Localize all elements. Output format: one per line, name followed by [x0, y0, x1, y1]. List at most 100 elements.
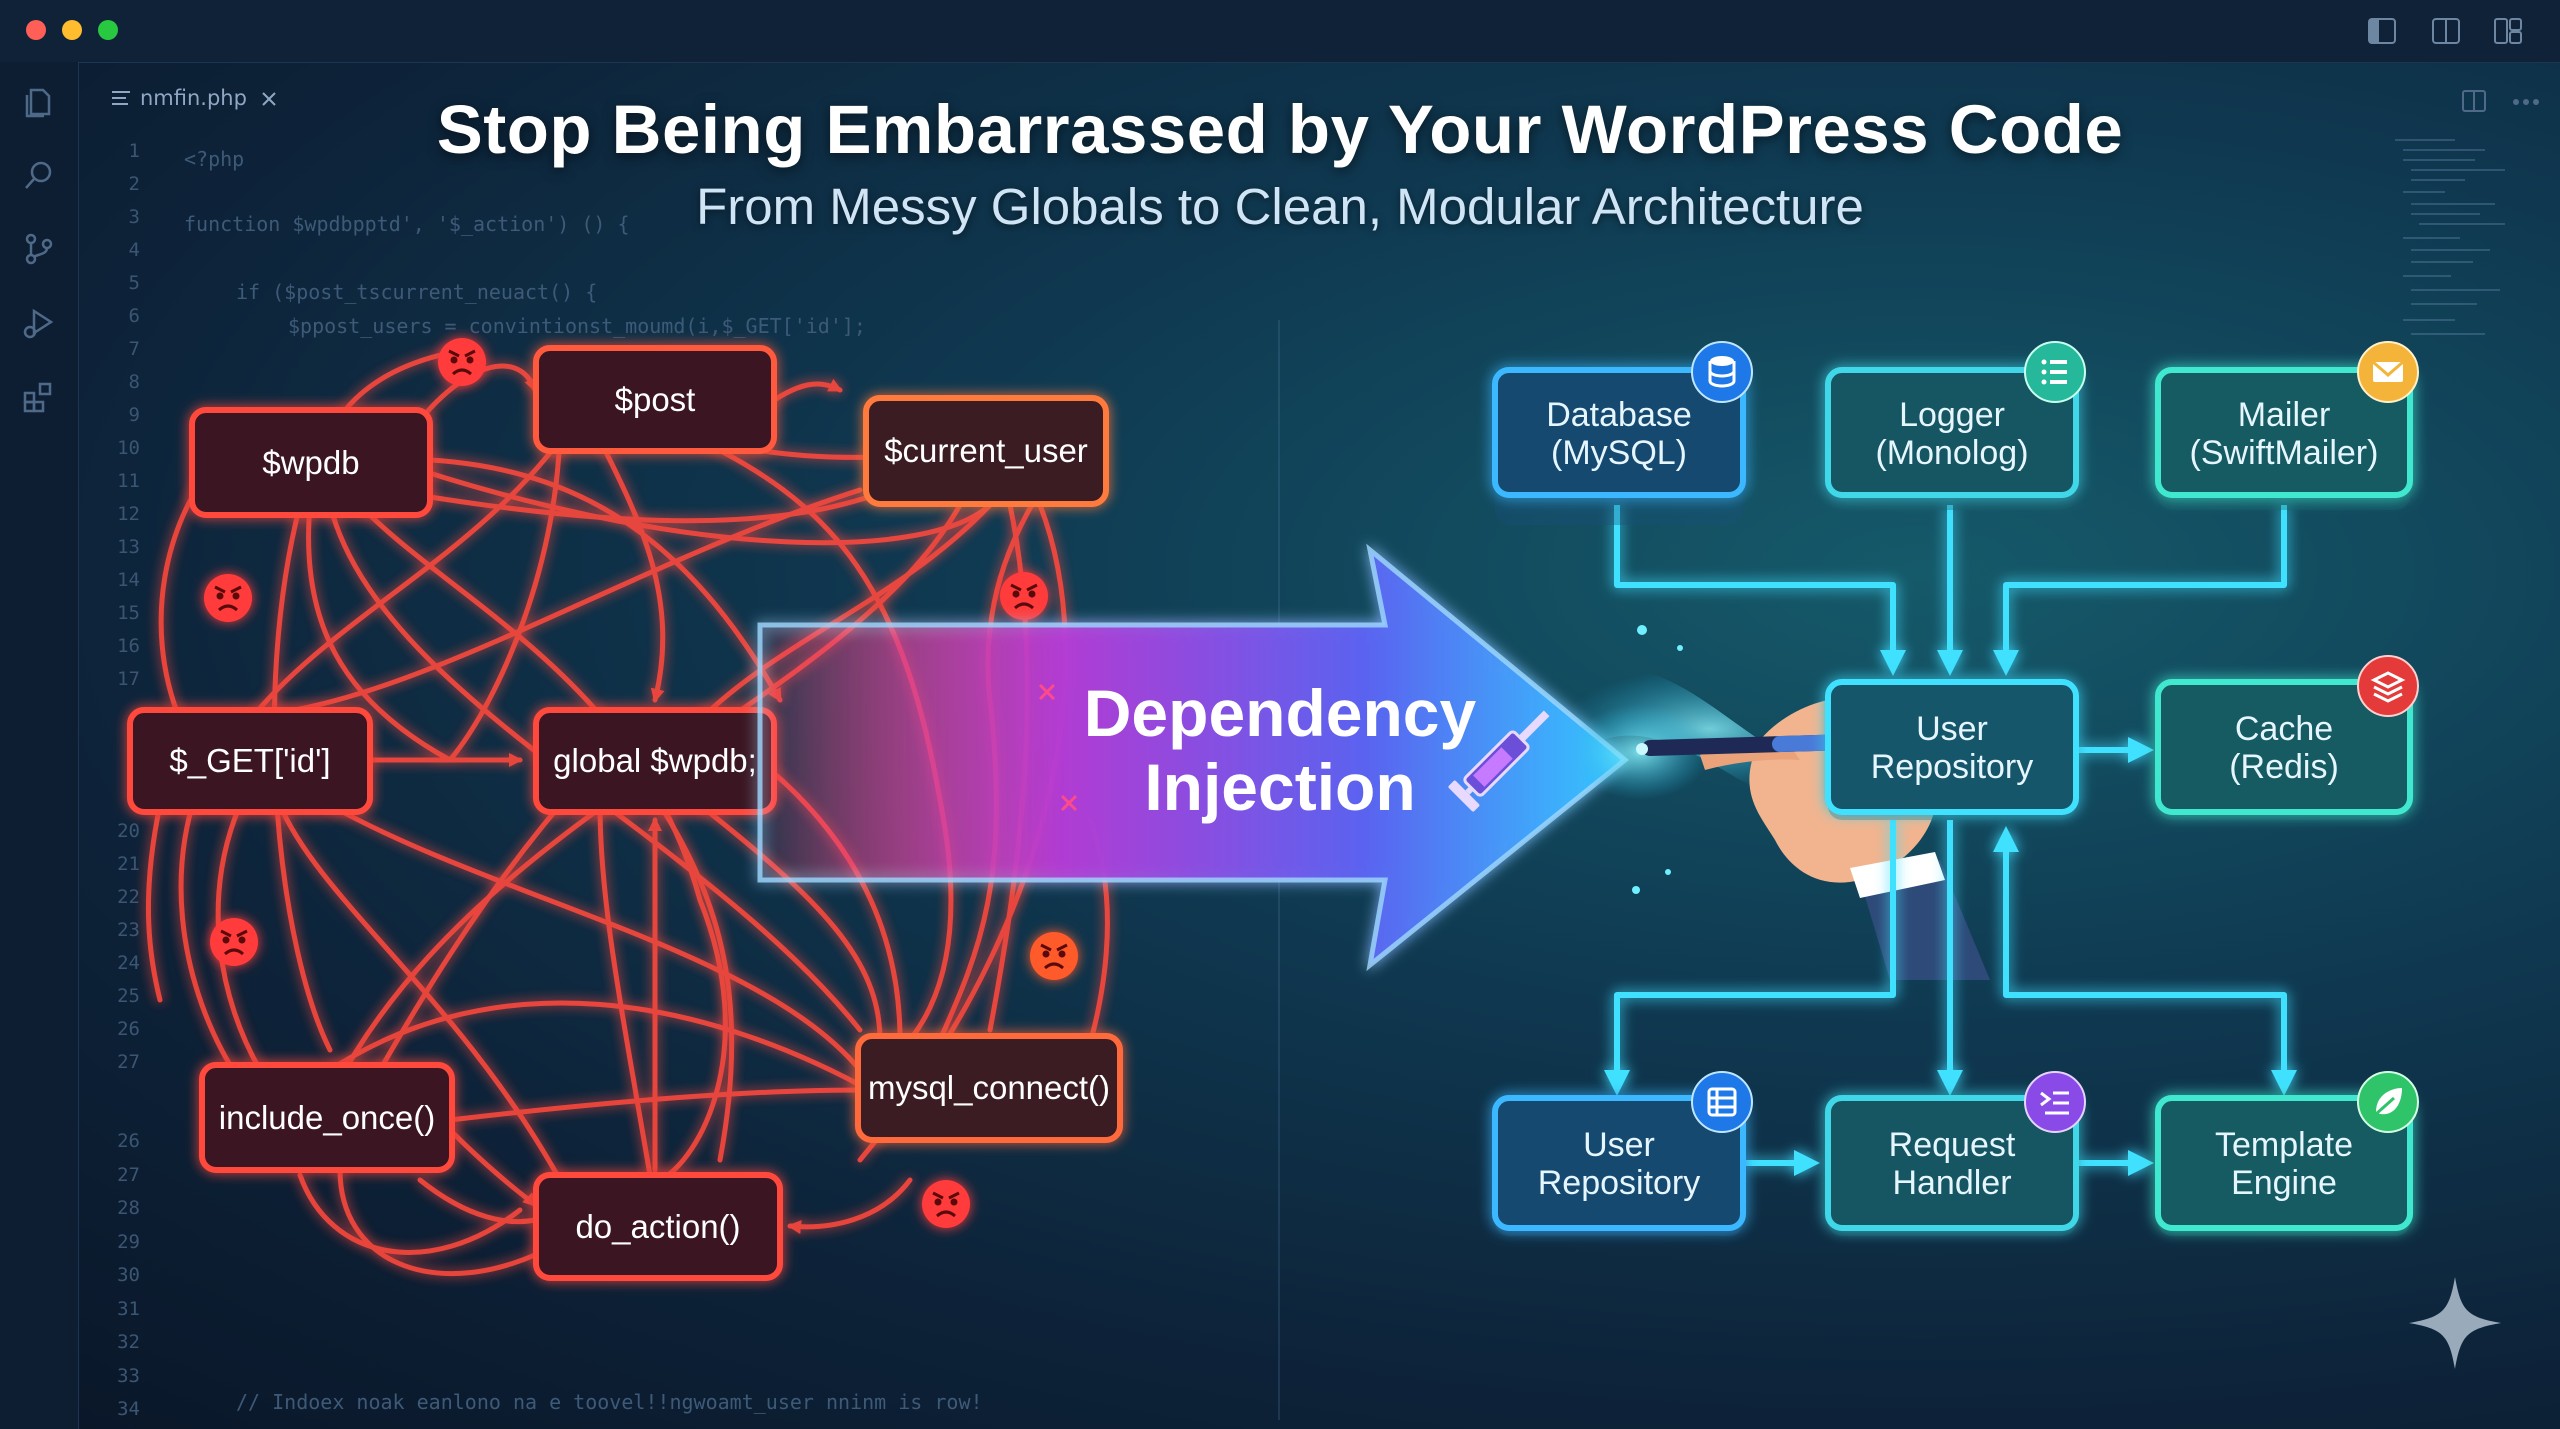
node-global-wpdb-label: global $wpdb;	[553, 742, 757, 779]
line-number: 34	[117, 1398, 140, 1420]
line-number: 26	[117, 1130, 140, 1152]
node-include-once-label: include_once()	[219, 1099, 435, 1136]
line-number: 10	[117, 437, 140, 459]
node-logger: Logger (Monolog)	[1825, 341, 2086, 510]
angry-face-icon	[1030, 932, 1078, 980]
node-cache-label-1: Cache	[2235, 710, 2333, 748]
node-user-repository-bottom: User Repository	[1492, 1071, 1753, 1236]
line-number: 29	[117, 1230, 140, 1253]
node-logger-label-2: (Monolog)	[1875, 434, 2028, 472]
split-editor-icon[interactable]	[2462, 90, 2486, 112]
angry-face-icon	[922, 1180, 970, 1228]
line-number: 2	[128, 173, 140, 195]
title-block: Stop Being Embarrassed by Your WordPress…	[0, 90, 2560, 236]
node-template-engine-label-1: Template	[2215, 1126, 2353, 1164]
line-number: 3	[128, 206, 140, 228]
queue-icon	[2024, 1071, 2086, 1133]
minimize-window-button[interactable]	[62, 20, 82, 40]
node-do-action: do_action()	[533, 1172, 783, 1281]
extensions-icon[interactable]	[22, 380, 56, 414]
tab-label: nmfin.php	[140, 86, 247, 110]
code-line: <?php	[184, 147, 245, 171]
line-number: 25	[117, 985, 140, 1007]
line-number: 4	[128, 239, 140, 261]
node-database: Database (MySQL)	[1492, 341, 1753, 525]
close-window-button[interactable]	[26, 20, 46, 40]
node-template-engine-label-2: Engine	[2231, 1164, 2337, 1202]
line-number: 31	[117, 1297, 140, 1320]
line-number: 30	[117, 1264, 140, 1286]
line-number: 33	[117, 1364, 140, 1387]
code-line: $ppost_users = convintionst_moumd(i,$_GE…	[288, 314, 866, 338]
line-number: 24	[117, 952, 140, 974]
node-mailer-label-2: (SwiftMailer)	[2190, 434, 2379, 472]
more-actions-icon[interactable]	[2512, 98, 2540, 106]
leaf-icon	[2357, 1071, 2419, 1133]
line-number: 13	[117, 536, 140, 558]
activity-bar	[0, 62, 79, 1429]
line-number: 21	[117, 853, 140, 875]
spark-marks	[1038, 683, 1078, 812]
line-number: 16	[117, 635, 140, 657]
line-number: 26	[117, 1018, 140, 1040]
line-number: 8	[128, 371, 140, 393]
close-tab-icon[interactable]	[262, 92, 276, 106]
node-current-user-label: $current_user	[884, 432, 1088, 469]
line-number: 7	[128, 338, 140, 360]
files-icon[interactable]	[22, 86, 56, 120]
line-number: 22	[117, 886, 140, 908]
angry-face-icon	[210, 918, 258, 966]
node-database-label-1: Database	[1546, 396, 1692, 434]
database-icon	[1691, 341, 1753, 403]
editor-tab[interactable]: nmfin.php	[96, 78, 296, 118]
customize-layout-icon[interactable]	[2494, 18, 2522, 44]
node-global-wpdb: global $wpdb;	[533, 707, 777, 815]
line-number: 5	[128, 272, 140, 294]
search-icon[interactable]	[22, 158, 56, 192]
stack-icon	[2357, 655, 2419, 717]
node-post: $post	[533, 345, 777, 454]
code-line: // Indoex noak eanlono na e toovel!!ngwo…	[236, 1390, 983, 1414]
angry-face-icon	[438, 338, 486, 386]
node-user-repository-center: User Repository	[1825, 679, 2079, 820]
code-line: function $wpdbpptd', '$_action') () {	[184, 212, 630, 236]
toggle-sidebar-icon[interactable]	[2368, 18, 2396, 44]
node-request-handler-label-1: Request	[1889, 1126, 2016, 1164]
node-do-action-label: do_action()	[575, 1208, 740, 1245]
line-number: 11	[117, 470, 140, 492]
node-user-repository-center-label-1: User	[1916, 710, 1988, 748]
line-number: 32	[117, 1331, 140, 1353]
node-request-handler-label-2: Handler	[1892, 1164, 2011, 1202]
run-debug-icon[interactable]	[22, 306, 56, 340]
line-number: 28	[117, 1197, 140, 1219]
line-number: 6	[128, 305, 140, 327]
node-wpdb-label: $wpdb	[262, 444, 359, 481]
line-number: 14	[117, 569, 140, 591]
node-template-engine: Template Engine	[2155, 1071, 2419, 1236]
source-control-icon[interactable]	[22, 232, 56, 266]
maximize-window-button[interactable]	[98, 20, 118, 40]
minimap[interactable]	[2385, 130, 2515, 350]
node-request-handler: Request Handler	[1825, 1071, 2086, 1236]
node-wpdb: $wpdb	[189, 407, 433, 518]
line-number: 20	[117, 820, 140, 842]
line-number: 15	[117, 602, 140, 624]
toggle-panel-icon[interactable]	[2432, 18, 2460, 44]
angry-face-icon	[1000, 572, 1048, 620]
arrow-label-line2: Injection	[1144, 750, 1415, 824]
arrow-label-line1: Dependency	[1084, 676, 1477, 750]
node-logger-label-1: Logger	[1899, 396, 2005, 434]
dependency-injection-arrow: Dependency Injection	[757, 543, 1860, 972]
line-number: 1	[128, 140, 140, 162]
line-number: 9	[128, 404, 140, 426]
mail-icon	[2357, 341, 2419, 403]
file-lines-icon	[112, 91, 130, 105]
main-title: Stop Being Embarrassed by Your WordPress…	[436, 91, 2124, 168]
node-user-repository-center-label-2: Repository	[1871, 748, 2034, 786]
line-number: 27	[117, 1051, 140, 1073]
node-mailer: Mailer (SwiftMailer)	[2155, 341, 2419, 510]
code-line: if ($post_tscurrent_neuact() {	[236, 280, 598, 304]
list-icon	[2024, 341, 2086, 403]
